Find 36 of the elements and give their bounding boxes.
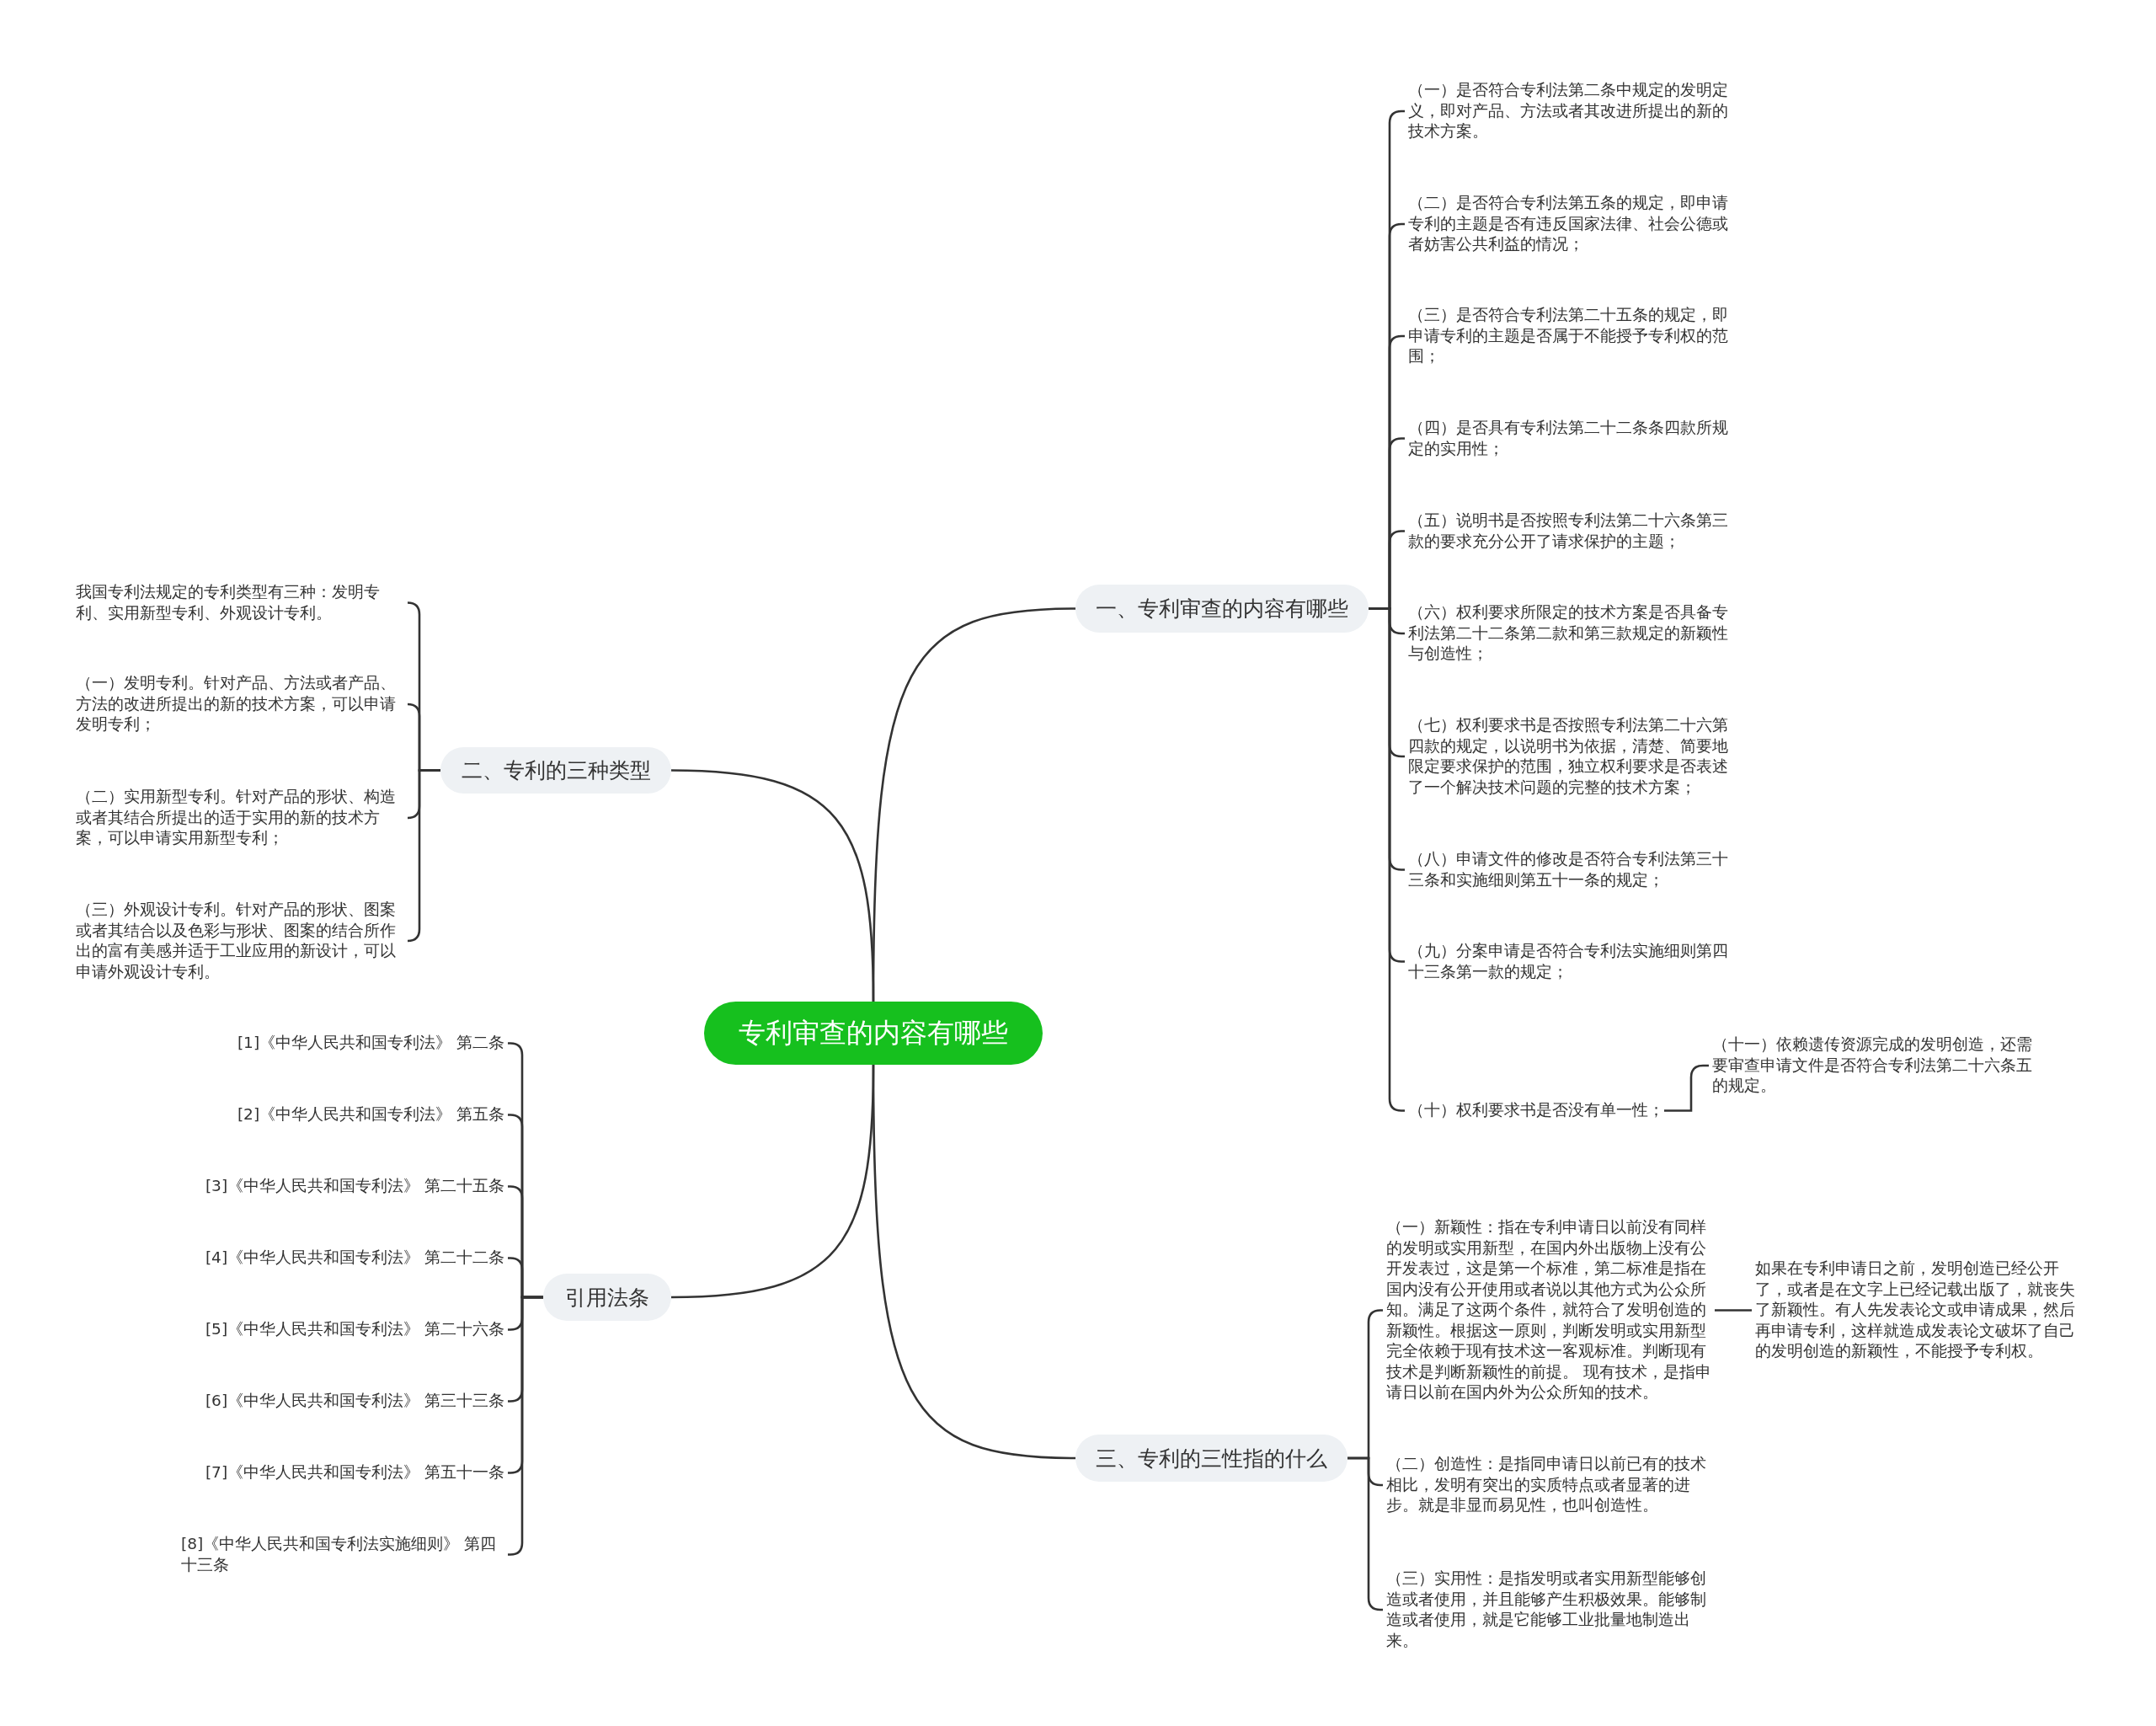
- connector-line: [406, 769, 440, 943]
- topic-text: [7]《中华人民共和国专利法》 第五十一条: [168, 1462, 504, 1483]
- topic-text: （二）实用新型专利。针对产品的形状、构造或者其结合所提出的适于实用的新的技术方案，可以申请实用新型专利；: [76, 787, 404, 849]
- topic-text: （六）权利要求所限定的技术方案是否具备专利法第二十二条第二款和第三款规定的新颖性与创造性；: [1408, 602, 1738, 665]
- connector-line: [1715, 1309, 1752, 1312]
- topic-text: （二）是否符合专利法第五条的规定，即申请专利的主题是否有违反国家法律、社会公德或者妨害公共利益的情况；: [1408, 193, 1738, 255]
- topic-text: （七）权利要求书是否按照专利法第二十六第四款的规定，以说明书为依据，清楚、简要地限定要求保护的范围，独立权利要求是否表述了一个解决技术问题的完整的技术方案；: [1408, 715, 1738, 798]
- topic-text: （三）实用性：是指发明或者实用新型能够创造或者使用，并且能够产生积极效果。能够制造或者使用，就是它能够工业批量地制造出来。: [1386, 1568, 1715, 1651]
- topic-text: （四）是否具有专利法第二十二条条四款所规定的实用性；: [1408, 418, 1738, 459]
- topic-text: （八）申请文件的修改是否符合专利法第三十三条和实施细则第五十一条的规定；: [1408, 849, 1738, 890]
- topic-pill: 引用法条: [543, 1274, 671, 1321]
- topic-text: [1]《中华人民共和国专利法》 第二条: [168, 1033, 504, 1054]
- topic-text: [3]《中华人民共和国专利法》 第二十五条: [168, 1176, 504, 1197]
- topic-text: （九）分案申请是否符合专利法实施细则第四十三条第一款的规定；: [1408, 941, 1738, 982]
- topic-text: （五）说明书是否按照专利法第二十六条第三款的要求充分公开了请求保护的主题；: [1408, 510, 1738, 552]
- topic-text: （三）外观设计专利。针对产品的形状、图案或者其结合以及色彩与形状、图案的结合所作出的富有美感并适于工业应用的新设计，可以申请外观设计专利。: [76, 900, 404, 982]
- topic-text: [8]《中华人民共和国专利法实施细则》 第四十三条: [181, 1534, 504, 1575]
- topic-text: 我国专利法规定的专利类型有三种：发明专利、实用新型专利、外观设计专利。: [76, 582, 404, 623]
- topic-pill: 二、专利的三种类型: [440, 747, 671, 794]
- topic-text: [5]《中华人民共和国专利法》 第二十六条: [168, 1319, 504, 1340]
- topic-text: （三）是否符合专利法第二十五条的规定，即申请专利的主题是否属于不能授予专利权的范围；: [1408, 305, 1738, 367]
- topic-text: [2]《中华人民共和国专利法》 第五条: [168, 1104, 504, 1125]
- central-topic: 专利审查的内容有哪些: [704, 1002, 1043, 1065]
- connector-line: [872, 1065, 1076, 1460]
- topic-text: 如果在专利申请日之前，发明创造已经公开了，或者是在文字上已经记载出版了，就丧失了新颖性。有人先发表论文或申请成果，然后再申请专利，这样就造成发表论文破坏了自己的发明创造的新颖性，不能授予专利权。: [1755, 1258, 2084, 1362]
- topic-text: （二）创造性：是指同申请日以前已有的技术相比，发明有突出的实质特点或者显著的进步。就是非显而易见性，也叫创造性。: [1386, 1454, 1715, 1516]
- topic-text: （一）发明专利。针对产品、方法或者产品、方法的改进所提出的新的技术方案，可以申请发明专利；: [76, 673, 404, 735]
- topic-text: （一）是否符合专利法第二条中规定的发明定义，即对产品、方法或者其改进所提出的新的技术方案。: [1408, 80, 1738, 142]
- topic-pill: 三、专利的三性指的什么: [1075, 1435, 1348, 1482]
- connector-line: [670, 769, 875, 1002]
- topic-text: （十）权利要求书是否没有单一性；: [1408, 1100, 1664, 1121]
- topic-text: （一）新颖性：指在专利申请日以前没有同样的发明或实用新型，在国内外出版物上没有公开发表过，这是第一个标准，第二标准是指在国内没有公开使用或者说以其他方式为公众所知。满足了这两个条件，就符合了发明创造的新颖性。根据这一原则，判断发明或实用新型完全依赖于现有技术这一客观标准。判断现有技术是判断新颖性的前提。 现有技术，是指申请日以前在国内外为公众所知的技术。: [1386, 1217, 1715, 1403]
- topic-text: （十一）依赖遗传资源完成的发明创造，还需要审查申请文件是否符合专利法第二十六条五的规定。: [1712, 1034, 2041, 1097]
- topic-text: [6]《中华人民共和国专利法》 第三十三条: [168, 1391, 504, 1412]
- topic-text: [4]《中华人民共和国专利法》 第二十二条: [168, 1248, 504, 1269]
- topic-pill: 一、专利审查的内容有哪些: [1075, 585, 1369, 633]
